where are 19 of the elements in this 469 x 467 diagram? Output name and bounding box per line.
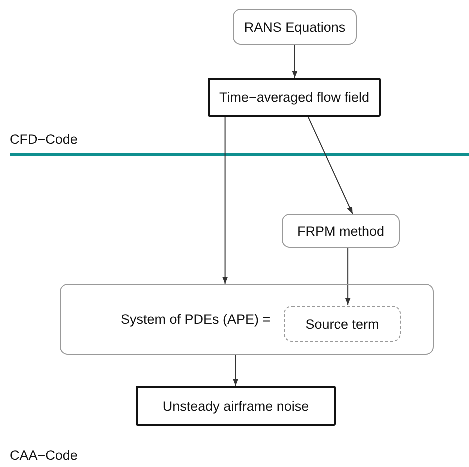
node-label: FRPM method (297, 224, 385, 238)
group-box (60, 284, 434, 355)
node-label: Unsteady airframe noise (162, 398, 310, 414)
arrow (232, 354, 239, 386)
section-label: CFD−Code (10, 132, 78, 147)
dashed-box (284, 306, 401, 342)
section-label: CAA−Code (10, 448, 78, 463)
process-box (233, 9, 357, 45)
node-label: RANS Equations (244, 20, 346, 34)
node-label: Source term (306, 316, 380, 332)
arrow (292, 44, 298, 78)
arrow (308, 116, 354, 214)
node-label: Time−averaged flow field (220, 90, 370, 105)
node-label: System of PDEs (APE) = (121, 312, 271, 327)
process-box (208, 78, 381, 117)
arrow (345, 248, 351, 306)
output-box (136, 386, 336, 426)
process-box (282, 214, 400, 248)
arrow (222, 116, 228, 284)
